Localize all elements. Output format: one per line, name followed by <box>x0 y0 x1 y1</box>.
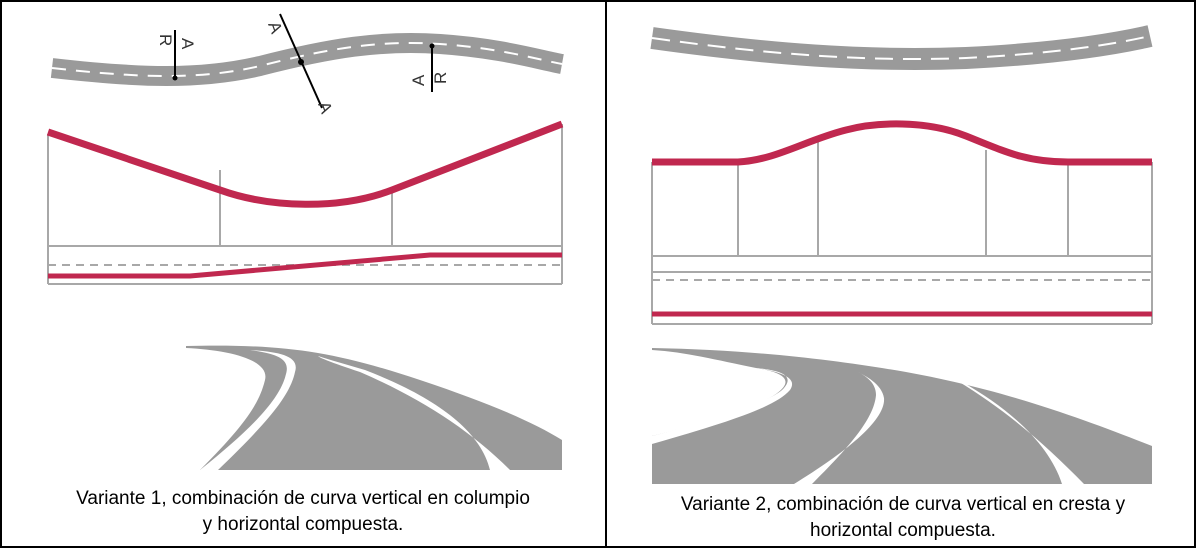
variant-2-caption-line1: Variante 2, combinación de curva vertica… <box>680 494 1126 515</box>
variant-2-caption-line2: horizontal compuesta. <box>810 520 996 541</box>
variant-1-panel: A R A A A R <box>10 13 596 538</box>
marker-label-r4: R <box>431 72 450 84</box>
variant-1-caption-line1: Variante 1, combinación de curva vertica… <box>76 488 530 509</box>
plan-strip-1 <box>48 245 562 285</box>
variant-2-drawing <box>650 25 1153 484</box>
variant-1-caption-line2: y horizontal compuesta. <box>202 514 404 535</box>
variant-2-caption: Variante 2, combinación de curva vertica… <box>614 492 1192 544</box>
plan-view-road <box>50 33 564 86</box>
variant-2-panel: Variante 2, combinación de curva vertica… <box>606 0 1196 548</box>
variant-1-drawing: A R A A A R <box>46 13 564 470</box>
plan-strip-2 <box>652 255 1152 325</box>
vertical-profile-sag <box>46 120 564 284</box>
perspective-road-2 <box>652 348 1152 484</box>
marker-label-a1: A <box>178 38 197 50</box>
variant-1-caption: Variante 1, combinación de curva vertica… <box>10 486 596 538</box>
marker-label-a3: A <box>314 99 336 117</box>
marker-label-r1: R <box>156 34 175 46</box>
vertical-profile-crest <box>651 120 1153 324</box>
marker-label-a4: A <box>409 74 428 86</box>
marker-label-a2: A <box>264 19 286 37</box>
section-markers <box>172 13 435 109</box>
plan-view-road-2 <box>650 25 1153 71</box>
perspective-road-1 <box>48 345 562 470</box>
